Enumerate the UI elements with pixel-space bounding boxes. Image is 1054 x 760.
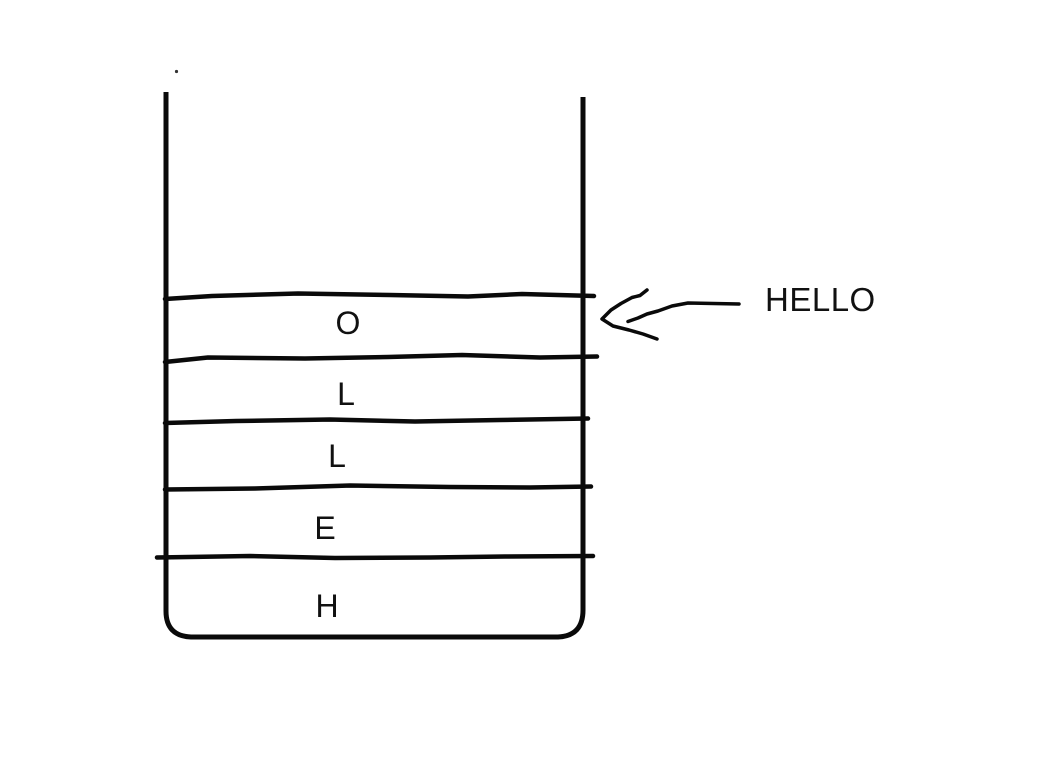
stack-container-outline bbox=[163, 92, 586, 640]
stack-item-top: O bbox=[335, 305, 361, 341]
annotation-label: HELLO bbox=[765, 281, 876, 318]
stack-item-3: L bbox=[328, 438, 346, 474]
layer-divider-3 bbox=[162, 416, 591, 426]
stray-dot bbox=[174, 69, 179, 74]
layer-divider-top bbox=[162, 291, 597, 302]
stack-item-4: E bbox=[314, 510, 336, 546]
layer-divider-5 bbox=[154, 553, 596, 561]
annotation-arrow-icon bbox=[600, 288, 741, 341]
arrow-head bbox=[600, 288, 659, 341]
stack-item-2: L bbox=[337, 376, 355, 412]
arrow-shaft bbox=[626, 301, 741, 324]
layer-divider-2 bbox=[162, 352, 600, 365]
stack-item-bottom: H bbox=[315, 588, 339, 624]
layer-divider-4 bbox=[162, 483, 594, 492]
